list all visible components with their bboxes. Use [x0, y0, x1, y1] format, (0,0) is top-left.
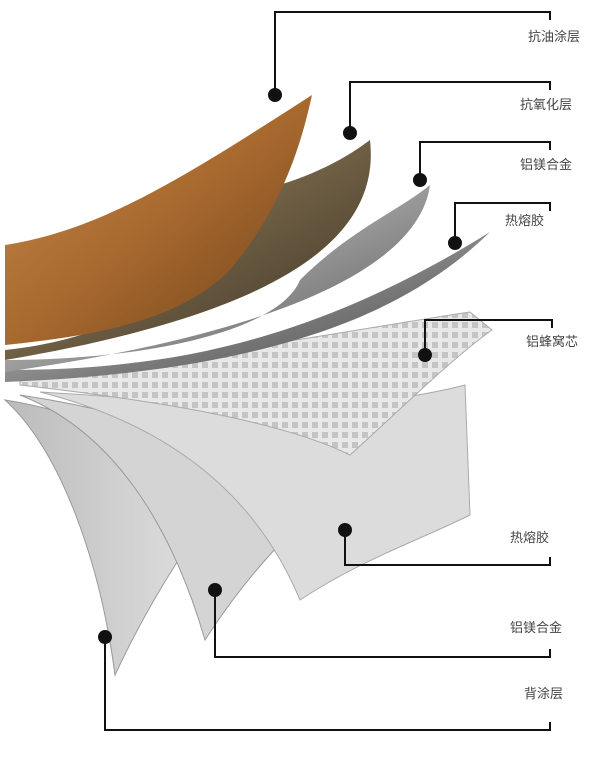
- layer-anti-oil: [5, 95, 312, 345]
- label-anti-oxidation-layer: 抗氧化层: [520, 98, 573, 113]
- label-al-mg-alloy-bottom: 铝镁合金: [510, 621, 563, 636]
- layer-anti-oxidation: [5, 140, 371, 360]
- label-aluminum-honeycomb: 铝蜂窝芯: [526, 335, 579, 350]
- layer-glue-top: [5, 232, 490, 382]
- label-back-coating: 背涂层: [524, 687, 564, 702]
- leader-dots: [98, 88, 462, 644]
- label-al-mg-alloy-top: 铝镁合金: [520, 158, 573, 173]
- label-hot-melt-glue-top: 热熔胶: [505, 214, 545, 229]
- label-hot-melt-glue-bottom: 热熔胶: [510, 531, 550, 546]
- layer-alloy-top: [5, 185, 430, 372]
- label-anti-oil-coating: 抗油涂层: [528, 30, 581, 45]
- leader-lines: [104, 11, 553, 731]
